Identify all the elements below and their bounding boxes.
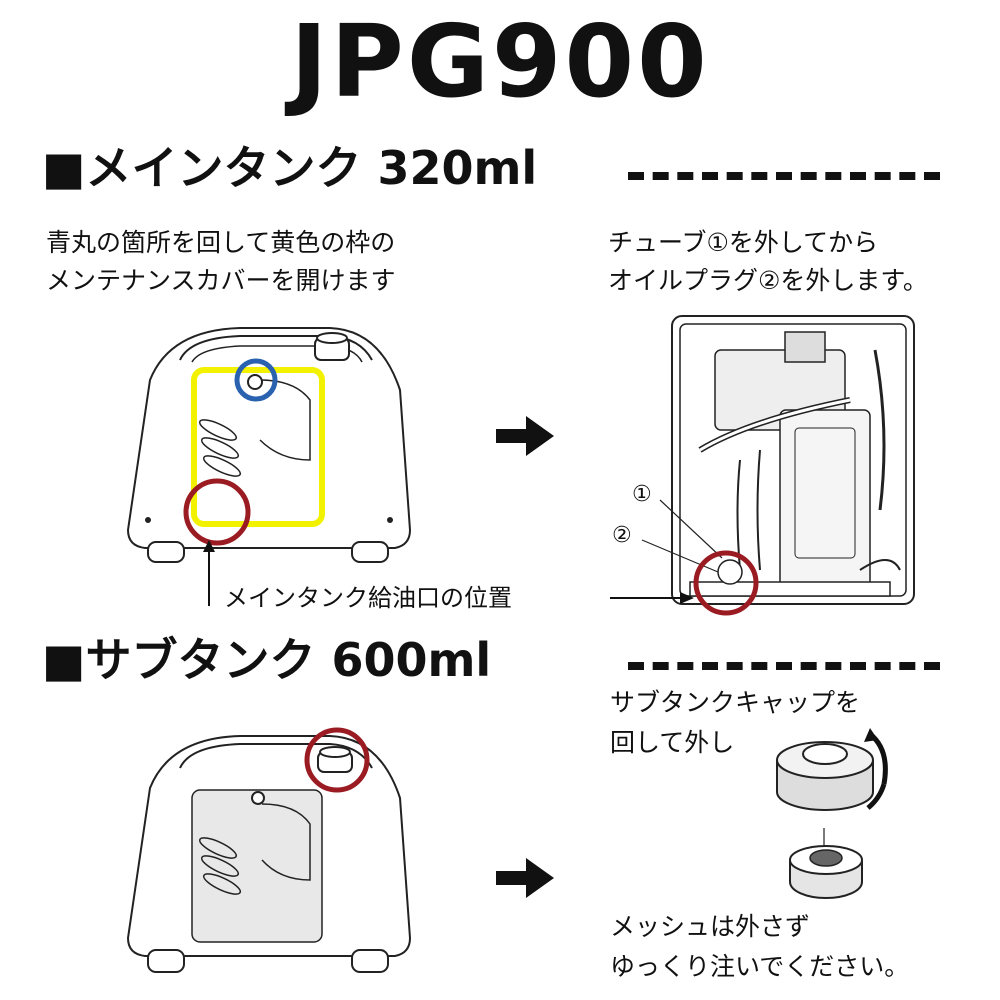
- main-step2-line1: チューブ①を外してから: [608, 228, 879, 257]
- heading-dash-line: [628, 172, 940, 180]
- generator-side-illustration: [126, 727, 412, 973]
- sub-heading-dash-line: [628, 662, 940, 670]
- sub-step2-line2: ゆっくり注いでください。: [610, 952, 910, 981]
- sub-tank-cap-illustration: [776, 741, 874, 811]
- generator-front-illustration: [126, 327, 412, 563]
- sub-step1-line2: 回して外し: [610, 728, 735, 757]
- page-title: JPG900: [290, 3, 710, 120]
- fill-port-pointer-lines: [203, 540, 694, 606]
- sub-step1-line1: サブタンクキャップを: [610, 688, 861, 717]
- marker-1: ①: [632, 482, 652, 507]
- fill-port-label: メインタンク給油口の位置: [218, 583, 518, 613]
- arrow-right-icon: [496, 858, 554, 898]
- main-step1-line1: 青丸の箇所を回して黄色の枠の: [46, 228, 396, 257]
- generator-interior-illustration: [641, 315, 915, 616]
- main-step1-line2: メンテナンスカバーを開けます: [46, 266, 396, 295]
- main-step2-line2: オイルプラグ②を外します。: [608, 266, 928, 295]
- arrow-right-icon: [496, 416, 554, 456]
- sub-tank-heading: ■サブタンク 600ml: [42, 633, 492, 687]
- sub-step2-line1: メッシュは外さず: [610, 912, 811, 941]
- marker-2: ②: [612, 523, 632, 548]
- main-tank-heading: ■メインタンク 320ml: [42, 141, 538, 195]
- rotate-arrow-icon: [864, 728, 888, 810]
- sub-tank-mesh-illustration: [789, 828, 863, 899]
